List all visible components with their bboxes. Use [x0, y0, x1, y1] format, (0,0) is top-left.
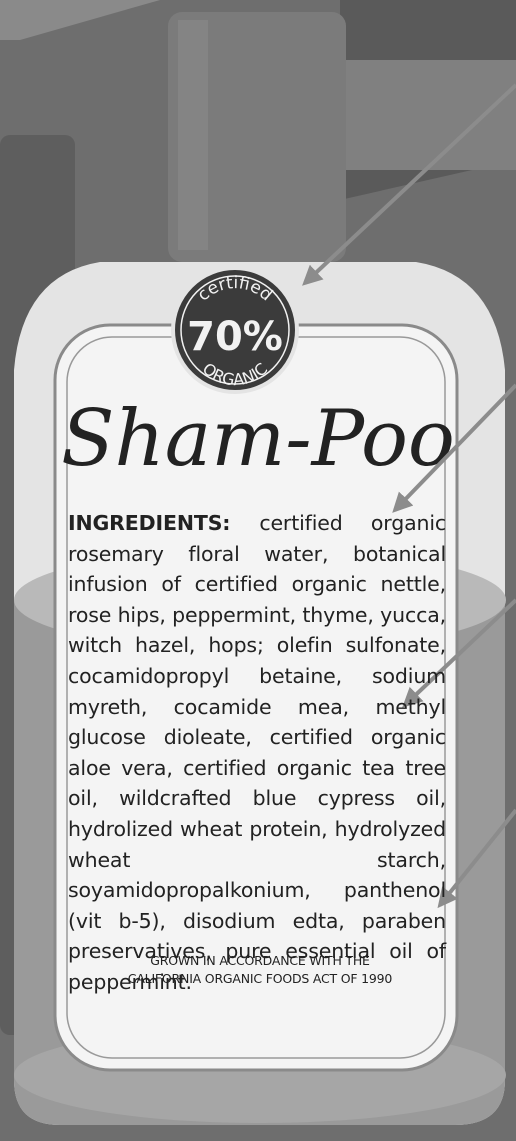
background-stripe	[0, 0, 160, 40]
badge-ring	[180, 275, 290, 385]
footnote-line-1: GROWN IN ACCORDANCE WITH THE	[150, 953, 370, 968]
bottle-cap	[168, 12, 346, 262]
ingredients-heading: INGREDIENTS:	[68, 511, 260, 535]
organic-badge	[171, 266, 299, 394]
footnote-line-2: CALIFORNIA ORGANIC FOODS ACT OF 1990	[127, 971, 393, 986]
ingredients-text: certified organic rosemary floral water,…	[68, 511, 446, 994]
cap-highlight	[178, 20, 208, 250]
arrow-liquid	[437, 808, 516, 909]
arrow-ingredients	[402, 598, 516, 708]
arrow-name	[392, 383, 516, 513]
background-panel-upper	[330, 60, 516, 170]
pointer-arrows	[302, 83, 516, 909]
arrow-cap	[302, 83, 516, 286]
badge-percent: 70%	[187, 314, 283, 360]
product-name: Sham-Poo	[61, 394, 455, 484]
ingredients-list: INGREDIENTS: certified organic rosemary …	[68, 508, 446, 998]
organic-footnote: GROWN IN ACCORDANCE WITH THE CALIFORNIA …	[90, 952, 430, 988]
